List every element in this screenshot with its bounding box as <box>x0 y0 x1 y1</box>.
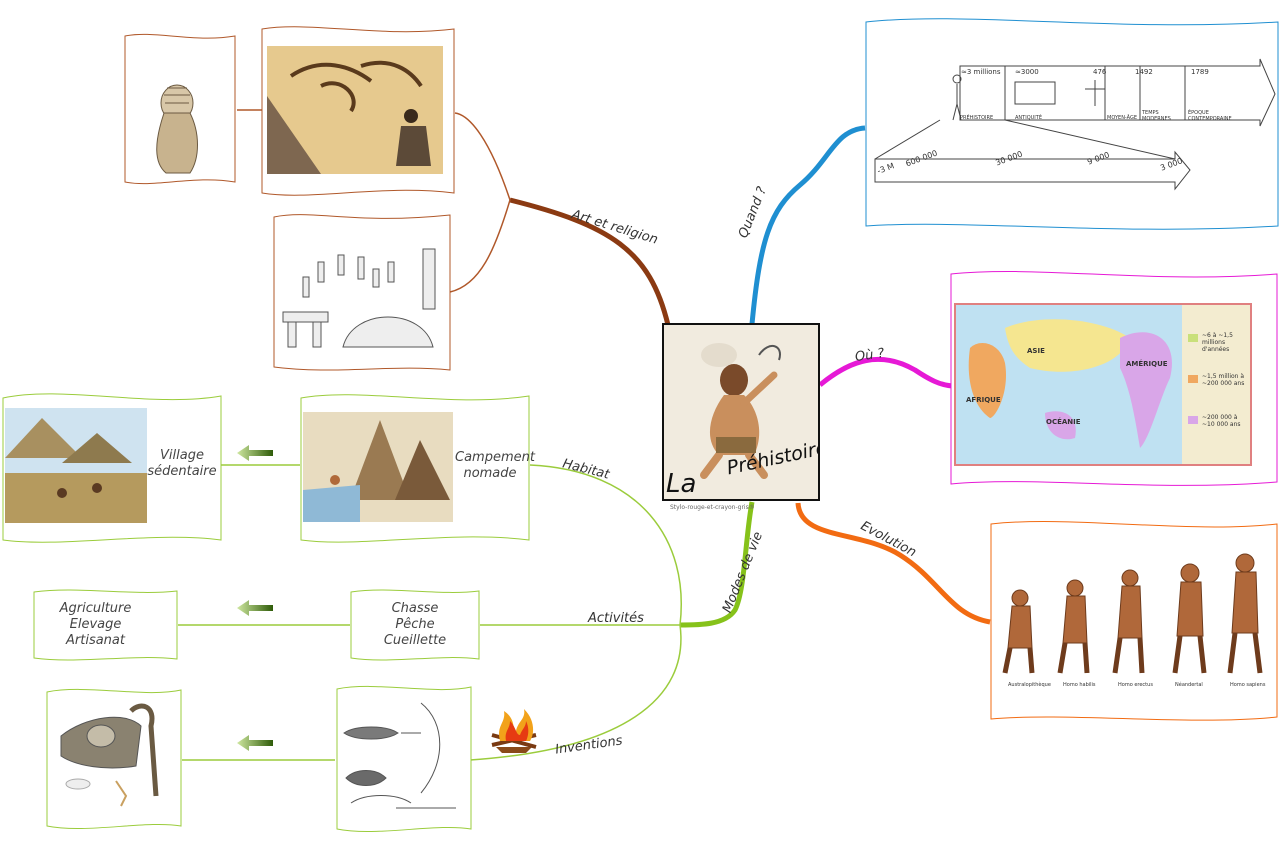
timeline-period-4: ÉPOQUE CONTEMPORAINE <box>1188 110 1232 122</box>
timeline-period-2: MOYEN-ÂGE <box>1107 115 1137 121</box>
timeline-period-1: ANTIQUITÉ <box>1015 115 1042 121</box>
left-arrow-icon-3 <box>237 735 273 751</box>
agriculture-card[interactable]: Agriculture Elevage Artisanat <box>33 588 178 663</box>
village-image <box>5 408 147 523</box>
timeline-top-1: ≈3000 <box>1015 68 1039 76</box>
ou-branch <box>818 356 953 389</box>
agriculture-text: Agriculture Elevage Artisanat <box>23 601 168 649</box>
activite-chasse: Chasse <box>391 601 439 616</box>
inventions-branch <box>469 624 682 761</box>
campement-card[interactable]: Campement nomade <box>300 390 535 545</box>
map-asie: ASIE <box>1027 347 1045 355</box>
campement-image <box>303 412 453 522</box>
campement-text: Campement nomade <box>455 450 535 482</box>
map-legend-1: ~1,5 million à ~200 000 ans <box>1202 373 1245 387</box>
cave-painting-card[interactable] <box>261 26 455 196</box>
activite-peche: Pêche <box>395 617 435 632</box>
grinding-stone-card[interactable] <box>46 686 182 831</box>
timeline-top-2: 476 <box>1093 68 1107 76</box>
venus-figurine-image <box>156 84 198 174</box>
timeline-top-4: 1789 <box>1191 68 1209 76</box>
village-card[interactable]: Village sédentaire <box>2 388 222 548</box>
caveman-illustration <box>664 325 818 499</box>
timeline-image <box>874 58 1276 191</box>
timeline-card[interactable]: ≈3 millions ≈3000 476 1492 1789 PRÉHISTO… <box>865 14 1279 230</box>
map-legend-0: ~6 à ~1,5 millions d'années <box>1202 332 1233 353</box>
chasse-card[interactable]: Chasse Pêche Cueillette <box>350 588 480 663</box>
timeline-top-0: ≈3 millions <box>961 68 1001 76</box>
evolution-caption-4: Homo sapiens <box>1230 682 1266 688</box>
activite-artisanat: Artisanat <box>66 633 125 648</box>
left-arrow-icon-2 <box>237 600 273 616</box>
art-branch-thin-1 <box>454 112 511 201</box>
venus-card[interactable] <box>124 33 236 185</box>
activite-cueillette: Cueillette <box>383 633 447 648</box>
campement-line2: nomade <box>463 466 517 481</box>
megaliths-card[interactable] <box>273 207 451 374</box>
map-legend-2: ~200 000 à ~10 000 ans <box>1202 414 1241 428</box>
timeline-period-3: TEMPS MODERNES <box>1142 110 1171 122</box>
world-map-card[interactable]: ASIE AFRIQUE AMÉRIQUE OCÉANIE ~6 à ~1,5 … <box>950 268 1278 490</box>
evolution-caption-1: Homo habilis <box>1063 682 1096 688</box>
village-text: Village sédentaire <box>147 448 217 480</box>
left-arrow-icon <box>237 445 273 461</box>
activite-agriculture: Agriculture <box>59 601 132 616</box>
megaliths-image <box>282 248 436 348</box>
fire-icon <box>491 709 537 753</box>
art-branch-thin-2 <box>449 199 511 293</box>
village-line2: sédentaire <box>147 464 217 479</box>
map-afrique: AFRIQUE <box>966 396 1001 404</box>
evolution-caption-3: Néandertal <box>1175 682 1203 688</box>
modes-branch <box>679 501 755 628</box>
timeline-top-3: 1492 <box>1135 68 1153 76</box>
art-branch <box>509 197 671 326</box>
campement-line1: Campement <box>455 450 535 465</box>
activite-elevage: Elevage <box>69 617 122 632</box>
chasse-text: Chasse Pêche Cueillette <box>350 601 480 649</box>
cave-painting-image <box>267 46 443 174</box>
village-line1: Village <box>160 448 204 463</box>
tools-image <box>343 702 456 809</box>
central-title-la: La <box>666 469 697 499</box>
evolution-branch <box>795 502 991 625</box>
quand-branch <box>749 125 866 325</box>
evolution-image <box>1002 553 1263 674</box>
timeline-period-0: PRÉHISTOIRE <box>960 115 994 121</box>
central-node[interactable]: La Préhistoire <box>662 323 820 501</box>
grinding-stone-image <box>60 703 159 807</box>
map-amerique: AMÉRIQUE <box>1126 360 1168 368</box>
tools-card[interactable] <box>336 683 472 835</box>
habitat-branch <box>529 464 682 626</box>
branch-label-activites: Activités <box>588 611 644 626</box>
central-credit: Stylo-rouge-et-crayon-gris® <box>670 504 755 511</box>
evolution-card[interactable]: Australopithèque Homo habilis Homo erect… <box>990 518 1278 723</box>
evolution-caption-0: Australopithèque <box>1008 682 1051 688</box>
map-oceanie: OCÉANIE <box>1046 418 1081 426</box>
evolution-caption-2: Homo erectus <box>1118 682 1153 688</box>
